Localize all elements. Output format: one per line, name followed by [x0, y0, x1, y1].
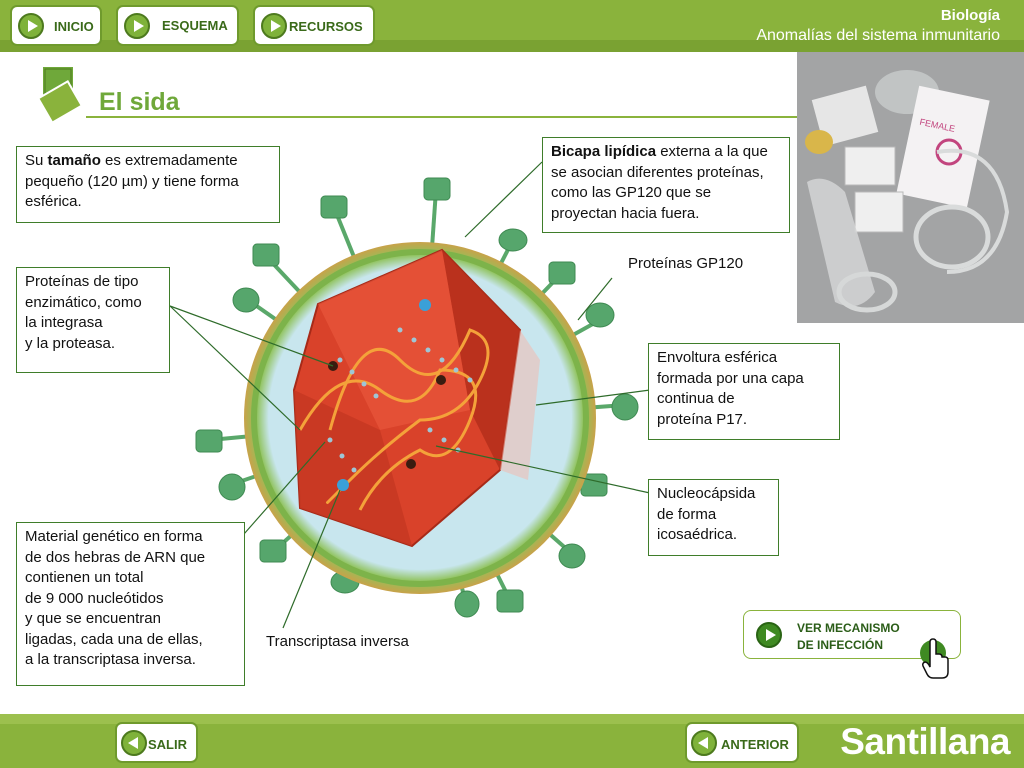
condoms-photo-drawing: FEMALE — [797, 52, 1024, 323]
exit-button[interactable]: SALIR — [115, 722, 198, 763]
size-text-pre: Su — [25, 152, 48, 169]
icosahedral-capsid — [292, 248, 540, 548]
info-box-enzymes: Proteínas de tipo enzimático, como la in… — [16, 267, 170, 373]
nav-button-inicio[interactable]: INICIO — [10, 5, 102, 46]
nucleocapsid-line: icosaédrica. — [657, 526, 738, 543]
hand-pointer-icon — [920, 638, 949, 679]
back-arrow-icon — [121, 730, 147, 756]
previous-button[interactable]: ANTERIOR — [685, 722, 799, 763]
genetic-line: de dos hebras de ARN que — [25, 548, 206, 566]
nav-label-inicio: INICIO — [54, 19, 94, 34]
genetic-line: Material genético en forma — [25, 528, 203, 545]
enzymes-line: enzimático, como — [25, 293, 142, 311]
envelope-line: proteína P17. — [657, 410, 748, 428]
play-icon — [18, 13, 44, 39]
santillana-logo: Santillana — [840, 721, 1010, 762]
rna-strands — [298, 328, 490, 511]
title-underline — [86, 116, 800, 118]
previous-label: ANTERIOR — [721, 737, 789, 752]
view-mechanism-line1: VER MECANISMO — [797, 621, 900, 635]
bottom-bar-shade — [0, 714, 1024, 724]
envelope-line: formada por una capa — [657, 369, 804, 387]
bottom-bar: SALIR ANTERIOR Santillana — [0, 714, 1024, 768]
nucleocapsid-line: de forma — [657, 505, 717, 523]
enzymes-line: la integrasa — [25, 314, 103, 331]
page-title: El sida — [99, 88, 180, 116]
nucleocapsid-line: Nucleocápsida — [657, 485, 756, 502]
size-text-bold: tamaño — [47, 152, 101, 169]
capsid-dots — [327, 327, 473, 473]
info-box-genetic-material: Material genético en forma de dos hebras… — [16, 522, 245, 686]
label-gp120: Proteínas GP120 — [628, 255, 744, 272]
condoms-photo: FEMALE — [797, 52, 1024, 323]
section-icon — [38, 65, 84, 122]
bilayer-text-bold: Bicapa lipídica — [551, 143, 657, 160]
info-box-nucleocapsid: Nucleocápsida de forma icosaédrica. — [648, 479, 779, 556]
genetic-line: ligadas, cada una de ellas, — [25, 630, 203, 648]
enzyme-dots — [328, 299, 446, 491]
info-box-envelope: Envoltura esférica formada por una capa … — [648, 343, 840, 440]
topic-subtitle: Anomalías del sistema inmunitario — [756, 27, 1000, 44]
gp120-spikes — [195, 177, 639, 618]
info-box-size: Su tamaño es extremadamente pequeño (120… — [16, 146, 280, 223]
viral-membrane — [244, 242, 596, 594]
envelope-line: continua de — [657, 390, 735, 407]
subject-title: Biología — [940, 7, 1000, 24]
genetic-line: contienen un total — [25, 569, 144, 586]
view-mechanism-line2: DE INFECCIÓN — [797, 638, 884, 652]
genetic-line: y que se encuentran — [25, 610, 161, 627]
info-box-bilayer: Bicapa lipídica externa a la que se asoc… — [542, 137, 790, 233]
size-text-post: es extremadamente pequeño (120 µm) y tie… — [25, 152, 239, 210]
genetic-line: a la transcriptasa inversa. — [25, 651, 196, 668]
enzymes-line: y la proteasa. — [25, 334, 116, 352]
back-arrow-icon — [691, 730, 717, 756]
nav-label-recursos: RECURSOS — [289, 19, 363, 34]
nav-button-esquema[interactable]: ESQUEMA — [116, 5, 239, 46]
p17-envelope — [251, 249, 589, 587]
play-icon — [124, 13, 150, 39]
top-bar: INICIO ESQUEMA RECURSOS Biología Anomalí… — [0, 0, 1024, 52]
nav-label-esquema: ESQUEMA — [162, 18, 228, 33]
enzymes-line: Proteínas de tipo — [25, 273, 139, 290]
exit-label: SALIR — [148, 737, 187, 752]
envelope-line: Envoltura esférica — [657, 349, 778, 366]
view-mechanism-label: VER MECANISMO DE INFECCIÓN — [797, 620, 927, 654]
bilayer-text-post: externa a la que se asocian diferentes p… — [551, 143, 768, 222]
play-icon — [756, 622, 782, 648]
nav-button-recursos[interactable]: RECURSOS — [253, 5, 375, 46]
label-transcriptase: Transcriptasa inversa — [266, 633, 409, 650]
genetic-line: de 9 000 nucleótidos — [25, 589, 164, 607]
play-icon — [261, 13, 287, 39]
